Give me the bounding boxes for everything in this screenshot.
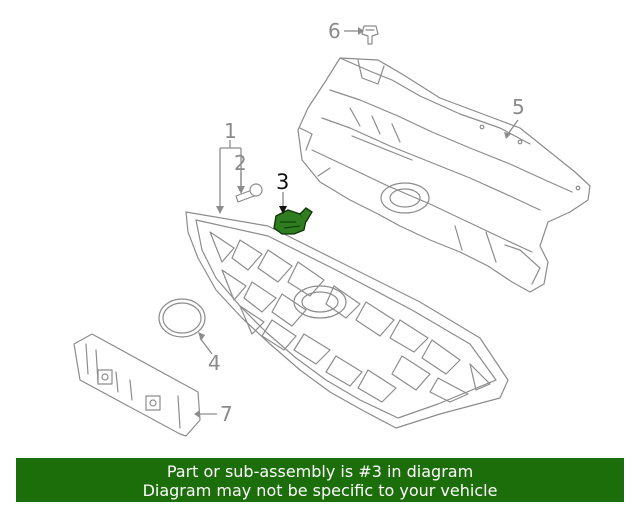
leader-5 [507, 119, 519, 135]
part-5-grille-frame [297, 57, 591, 293]
callout-7: 7 [220, 402, 233, 426]
part-4-emblem-ring [158, 298, 206, 338]
part-6-clip [361, 25, 379, 45]
info-banner: Part or sub-assembly is #3 in diagram Di… [16, 458, 624, 502]
callout-3: 3 [276, 170, 289, 194]
callout-1: 1 [224, 119, 237, 143]
leader-1 [219, 140, 242, 208]
banner-line-2: Diagram may not be specific to your vehi… [142, 481, 498, 500]
callout-5: 5 [512, 95, 525, 119]
arrow-heads [194, 27, 511, 418]
part-1-grille [185, 211, 509, 429]
part-3-bracket-highlighted [273, 207, 313, 235]
callout-6: 6 [328, 19, 341, 43]
part-2-screw [235, 183, 263, 203]
callout-2: 2 [234, 151, 247, 175]
leader-4 [199, 337, 213, 355]
leader-lines [198, 30, 519, 415]
part-7-lower-bracket [73, 333, 201, 437]
banner-line-1: Part or sub-assembly is #3 in diagram [166, 462, 474, 481]
callout-4: 4 [208, 351, 221, 375]
